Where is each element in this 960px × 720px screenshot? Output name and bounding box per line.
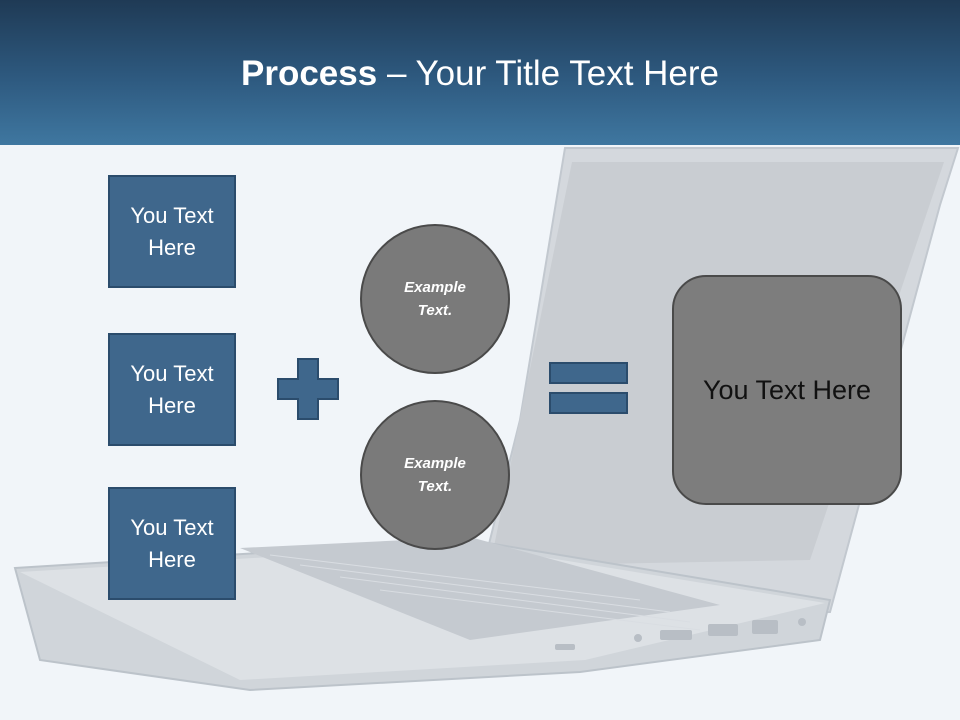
example-circle-1-label: Example Text.	[404, 279, 466, 319]
example-circle-2-label: Example Text.	[404, 455, 466, 495]
example-circle-2[interactable]: Example Text.	[360, 400, 510, 550]
result-box-label: You Text Here	[702, 374, 872, 405]
equals-icon	[549, 362, 628, 414]
title-banner: Process – Your Title Text Here	[0, 0, 960, 145]
slide-title: Process – Your Title Text Here	[0, 52, 960, 96]
input-box-3[interactable]: You Text Here	[108, 487, 236, 600]
result-box[interactable]: You Text Here	[672, 275, 902, 505]
title-text: – Your Title Text Here	[377, 54, 719, 93]
title-bold-word: Process	[241, 54, 378, 93]
plus-icon	[277, 358, 339, 420]
input-box-2-label: You Text Here	[130, 360, 214, 418]
input-box-3-label: You Text Here	[130, 514, 214, 572]
input-box-1-label: You Text Here	[130, 202, 214, 260]
input-box-2[interactable]: You Text Here	[108, 333, 236, 446]
input-box-1[interactable]: You Text Here	[108, 175, 236, 288]
example-circle-1[interactable]: Example Text.	[360, 224, 510, 374]
